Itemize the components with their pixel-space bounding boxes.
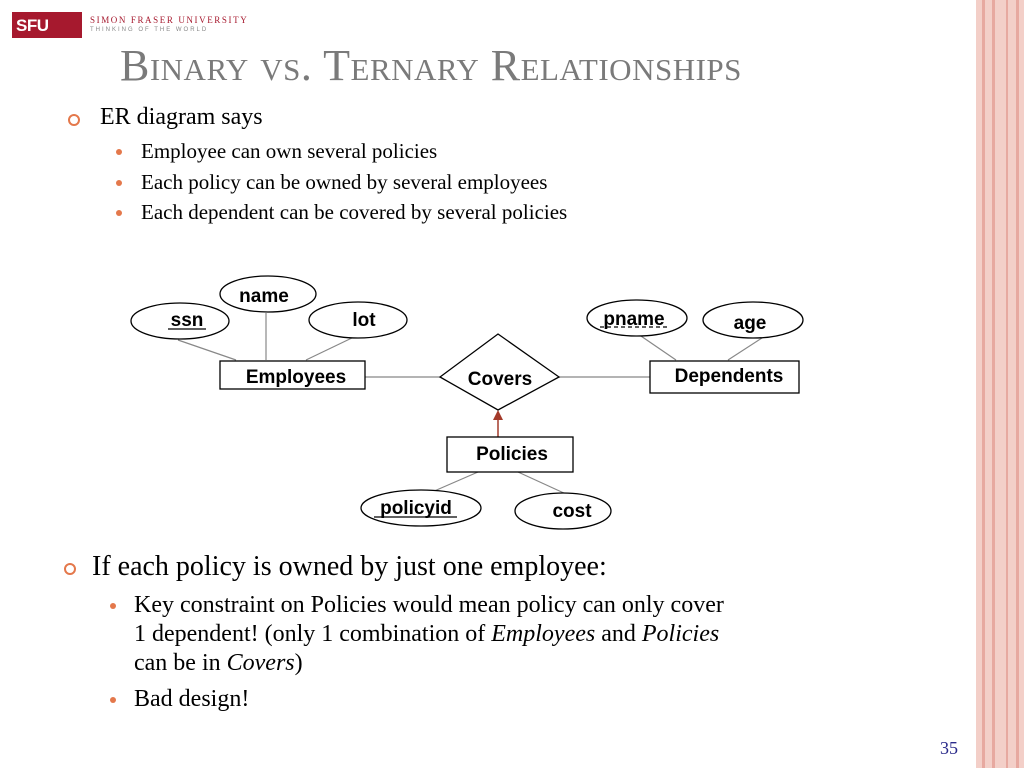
relationship-covers-label: Covers xyxy=(468,369,532,390)
entity-dependents xyxy=(649,360,800,394)
attribute-cost xyxy=(514,492,612,530)
section1-bullet-2: Each policy can be owned by several empl… xyxy=(141,170,548,194)
text-run: and xyxy=(595,621,642,647)
text-run: can be in xyxy=(134,650,227,676)
attribute-age xyxy=(702,301,804,339)
attribute-pname-label: pname xyxy=(603,309,664,330)
logo-university-name: SIMON FRASER UNIVERSITY xyxy=(90,15,249,25)
section1-bullet-1: Employee can own several policies xyxy=(141,139,438,163)
entity-employees xyxy=(219,360,366,390)
section2-bullet-1-line-1: Key constraint on Policies would mean po… xyxy=(134,592,724,618)
logo-abbr: SFU xyxy=(16,16,49,35)
attribute-pname xyxy=(586,299,688,337)
attribute-ssn-label: ssn xyxy=(171,310,204,331)
section2-heading: If each policy is owned by just one empl… xyxy=(92,551,607,582)
relationship-covers xyxy=(438,333,561,411)
attribute-age-label: age xyxy=(734,313,767,334)
text-run: 1 dependent! (only 1 combination of xyxy=(134,621,492,647)
attribute-name xyxy=(219,275,317,313)
attribute-ssn xyxy=(130,302,230,340)
page-number: 35 xyxy=(940,738,958,758)
attribute-policyid-label: policyid xyxy=(380,498,452,519)
sfu-logo xyxy=(12,12,82,38)
slide-title: Binary vs. Ternary Relationships xyxy=(120,41,742,90)
attribute-lot-label: lot xyxy=(352,310,376,331)
section2-bullet-1-line-3: can be in Covers) xyxy=(134,650,303,677)
entity-employees-label: Employees xyxy=(246,367,346,388)
text-run-italic: Covers xyxy=(226,650,295,676)
text-run-italic: Employees xyxy=(491,621,596,647)
dot-bullet-icon xyxy=(110,603,116,609)
dot-bullet-icon xyxy=(116,210,122,216)
section2-bullet-1-line-2: 1 dependent! (only 1 combination of Empl… xyxy=(134,621,719,648)
ring-bullet-icon xyxy=(68,114,80,126)
entity-policies-label: Policies xyxy=(476,444,548,465)
section2-bullet-2: Bad design! xyxy=(134,686,250,712)
entity-policies xyxy=(446,436,574,473)
entity-dependents-label: Dependents xyxy=(675,366,784,387)
ring-bullet-icon xyxy=(64,563,76,575)
section1-heading: ER diagram says xyxy=(100,104,263,130)
section1-bullet-3: Each dependent can be covered by several… xyxy=(141,200,568,224)
dot-bullet-icon xyxy=(116,180,122,186)
logo-tagline: THINKING OF THE WORLD xyxy=(90,27,209,33)
attribute-cost-label: cost xyxy=(552,501,592,522)
text-run-italic: Policies xyxy=(641,621,720,647)
text-run: ) xyxy=(294,650,303,676)
attribute-name-label: name xyxy=(239,286,289,307)
attribute-lot xyxy=(308,301,408,339)
decorative-stripes xyxy=(976,0,1024,768)
dot-bullet-icon xyxy=(116,149,122,155)
dot-bullet-icon xyxy=(110,697,116,703)
